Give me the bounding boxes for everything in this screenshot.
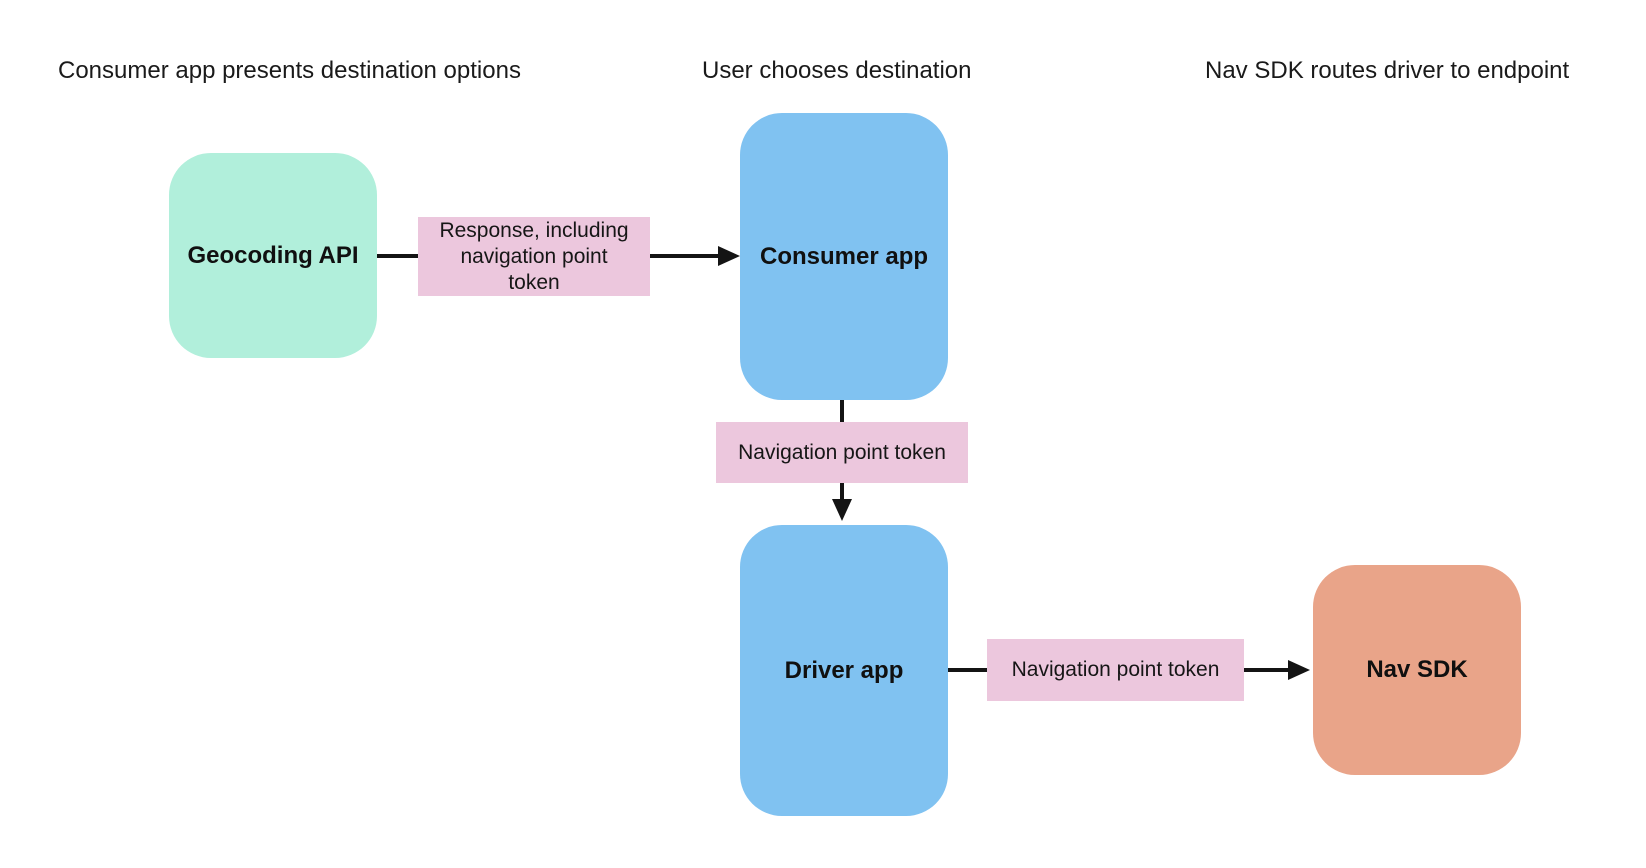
edge-label-navigation-point-token: Navigation point token [716,422,968,483]
arrowhead-down-icon [832,499,852,521]
node-geocoding-api: Geocoding API [169,153,377,358]
arrowhead-right-icon [718,246,740,266]
node-nav-sdk: Nav SDK [1313,565,1521,775]
column-header-user-chooses: User chooses destination [702,57,972,84]
column-header-consumer-presents: Consumer app presents destination option… [58,57,521,84]
edge-label-response-including-token: Response, including navigation point tok… [418,217,650,296]
arrowhead-right-icon [1288,660,1310,680]
node-driver-app: Driver app [740,525,948,816]
edge-label-navigation-point-token: Navigation point token [987,639,1244,701]
node-consumer-app: Consumer app [740,113,948,400]
column-header-nav-sdk-routes: Nav SDK routes driver to endpoint [1205,57,1570,84]
